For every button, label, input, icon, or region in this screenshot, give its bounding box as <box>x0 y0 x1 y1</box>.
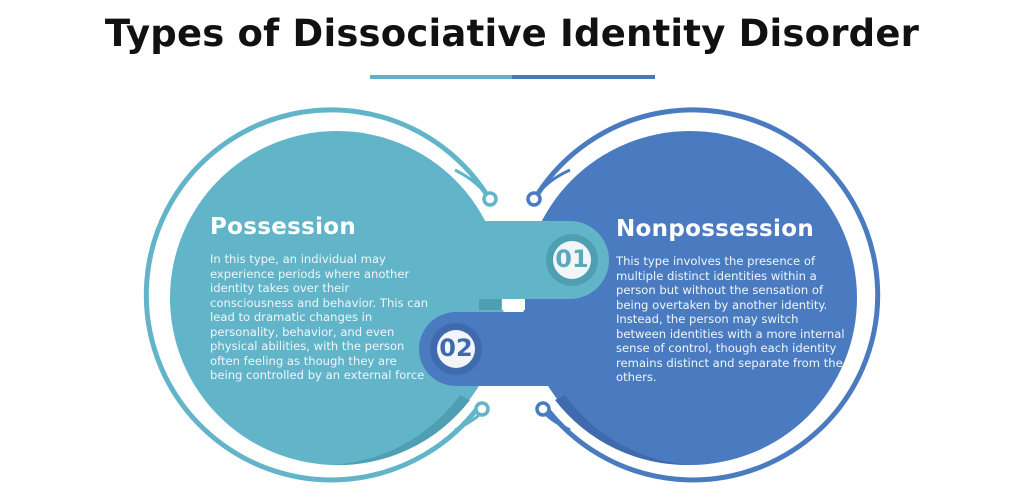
title-underline-blue <box>512 75 655 79</box>
badge-01-number: 01 <box>555 245 589 273</box>
title-underline-teal <box>370 75 512 79</box>
badge-02 <box>430 323 482 375</box>
nonpossession-disc <box>523 131 857 465</box>
circuit-node-icon <box>535 401 571 432</box>
possession-description: In this type, an individual may experien… <box>210 252 429 382</box>
possession-heading: Possession <box>210 214 357 240</box>
possession-disc <box>170 131 504 465</box>
badge-01 <box>546 234 598 286</box>
circuit-node-icon <box>454 401 490 432</box>
circuit-node-icon <box>454 168 498 207</box>
nonpossession-heading: Nonpossession <box>616 216 815 242</box>
nonpossession-description: This type involves the presence of multi… <box>616 254 845 384</box>
nonpossession-ring <box>534 107 881 483</box>
badge-02-number: 02 <box>439 334 473 362</box>
possession-ring <box>143 107 490 483</box>
page-title: Types of Dissociative Identity Disorder <box>104 12 920 55</box>
circuit-node-icon <box>526 168 571 207</box>
